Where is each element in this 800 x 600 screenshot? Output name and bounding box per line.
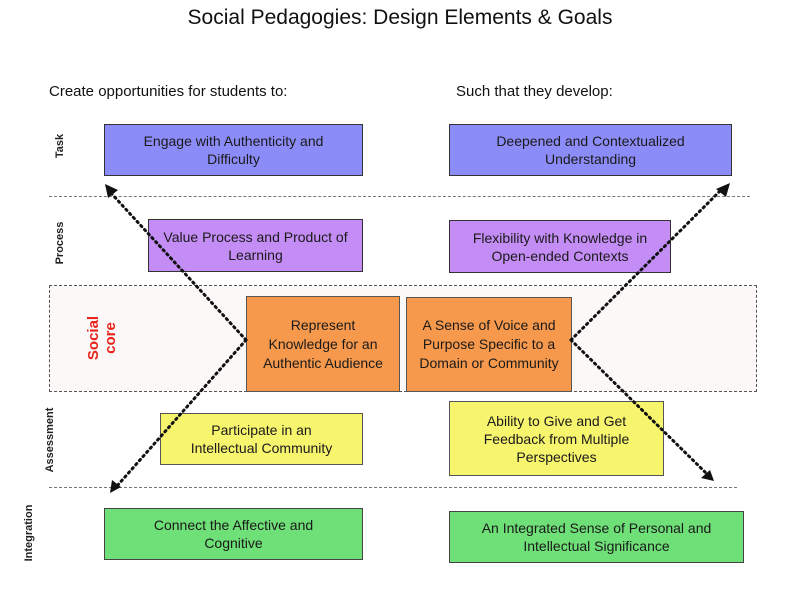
social-right-box: A Sense of Voice and Purpose Specific to… — [406, 297, 572, 392]
arrowhead-up-right-icon — [716, 183, 730, 197]
social-core-label-line2: core — [102, 322, 119, 354]
diagram-title: Social Pedagogies: Design Elements & Goa… — [187, 6, 613, 29]
integration-right-text: An Integrated Sense of Personal and Inte… — [481, 520, 712, 554]
integration-left-text: Connect the Affective and Cognitive — [153, 517, 314, 551]
row-label-assessment: Assessment — [44, 407, 56, 473]
arrowhead-down-right-icon — [701, 470, 714, 481]
integration-left-box: Connect the Affective and Cognitive — [104, 508, 363, 560]
social-left-text: Represent Knowledge for an Authentic Aud… — [263, 316, 383, 371]
separator-task-process — [49, 196, 750, 197]
social-right-text: A Sense of Voice and Purpose Specific to… — [419, 317, 559, 371]
integration-right-box: An Integrated Sense of Personal and Inte… — [449, 511, 744, 563]
process-right-box: Flexibility with Knowledge in Open-ended… — [449, 220, 671, 273]
row-label-integration: Integration — [23, 504, 35, 562]
task-right-text: Deepened and Contextualized Understandin… — [496, 133, 685, 167]
task-left-box: Engage with Authenticity and Difficulty — [104, 124, 363, 176]
row-label-task: Task — [54, 133, 66, 159]
left-column-heading: Create opportunities for students to: — [49, 83, 288, 100]
social-left-box: Represent Knowledge for an Authentic Aud… — [246, 296, 400, 392]
process-left-text: Value Process and Product of Learning — [163, 228, 348, 263]
assessment-left-box: Participate in an Intellectual Community — [160, 413, 363, 465]
task-left-text: Engage with Authenticity and Difficulty — [143, 133, 324, 167]
row-label-process: Process — [54, 221, 66, 265]
assessment-right-text: Ability to Give and Get Feedback from Mu… — [483, 412, 630, 465]
assessment-right-box: Ability to Give and Get Feedback from Mu… — [449, 401, 664, 476]
task-right-box: Deepened and Contextualized Understandin… — [449, 124, 732, 176]
social-core-band — [49, 285, 757, 392]
process-left-box: Value Process and Product of Learning — [148, 219, 363, 272]
right-column-heading: Such that they develop: — [456, 83, 613, 100]
assessment-left-text: Participate in an Intellectual Community — [190, 422, 333, 456]
social-core-label: Social core — [85, 316, 119, 360]
separator-assessment-integration — [49, 487, 737, 488]
social-core-label-line1: Social — [85, 315, 102, 361]
process-right-text: Flexibility with Knowledge in Open-ended… — [472, 229, 648, 264]
